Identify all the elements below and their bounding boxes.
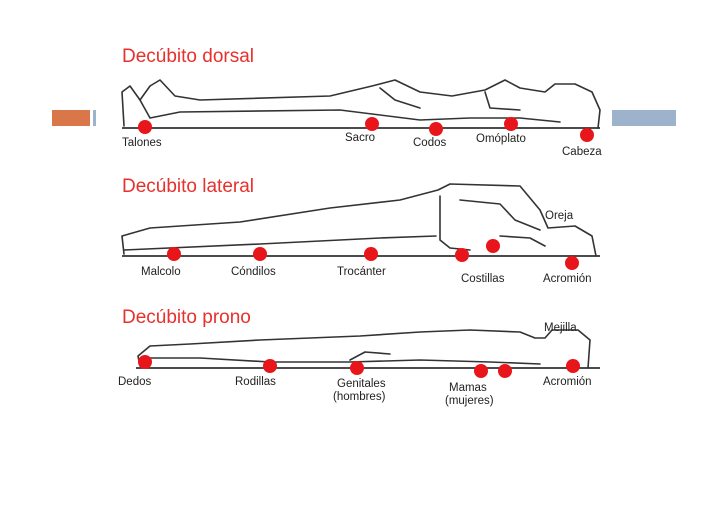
- dot-rodillas: [263, 359, 277, 373]
- label-talones: Talones: [122, 137, 162, 149]
- dot-sacro: [365, 117, 379, 131]
- dot-costillas-1: [455, 248, 469, 262]
- label-mamas: Mamas: [449, 382, 487, 394]
- label-genitales: Genitales: [337, 378, 386, 390]
- label-genitales-note: (hombres): [333, 391, 386, 403]
- label-costillas: Costillas: [461, 273, 505, 285]
- prone-figure: [136, 329, 600, 369]
- dot-genitales: [350, 361, 364, 375]
- dot-cabeza: [580, 128, 594, 142]
- label-mejilla: Mejilla: [544, 322, 577, 334]
- dot-talones: [138, 120, 152, 134]
- label-malcolo: Malcolo: [141, 266, 181, 278]
- label-rodillas: Rodillas: [235, 376, 276, 388]
- lateral-figure: [121, 183, 600, 257]
- accent-bar-left: [52, 110, 90, 126]
- label-omoplato: Omóplato: [476, 133, 526, 145]
- dot-omoplato: [504, 117, 518, 131]
- title-decubito-lateral: Decúbito lateral: [122, 176, 255, 197]
- dot-trocanter: [364, 247, 378, 261]
- label-cabeza: Cabeza: [562, 146, 602, 158]
- label-condilos: Cóndilos: [231, 266, 276, 278]
- dot-codos: [429, 122, 443, 136]
- label-acromion-lateral: Acromión: [543, 273, 592, 285]
- dot-acromion-prono: [566, 359, 580, 373]
- label-oreja: Oreja: [545, 210, 574, 222]
- accent-tick: [93, 110, 96, 126]
- dot-mamas-2: [498, 364, 512, 378]
- label-codos: Codos: [413, 137, 447, 149]
- dot-condilos: [253, 247, 267, 261]
- label-mamas-note: (mujeres): [445, 395, 494, 407]
- title-decubito-dorsal: Decúbito dorsal: [122, 46, 255, 67]
- dot-dedos: [138, 355, 152, 369]
- label-dedos: Dedos: [118, 376, 152, 388]
- dot-costillas-2: [486, 239, 500, 253]
- label-trocanter: Trocánter: [337, 266, 386, 278]
- label-sacro: Sacro: [345, 132, 376, 144]
- accent-bar-right: [612, 110, 676, 126]
- dot-mamas-1: [474, 364, 488, 378]
- dot-malcolo: [167, 247, 181, 261]
- dot-acromion-lateral: [565, 256, 579, 270]
- title-decubito-prono: Decúbito prono: [122, 307, 251, 328]
- label-acromion-prono: Acromión: [543, 376, 592, 388]
